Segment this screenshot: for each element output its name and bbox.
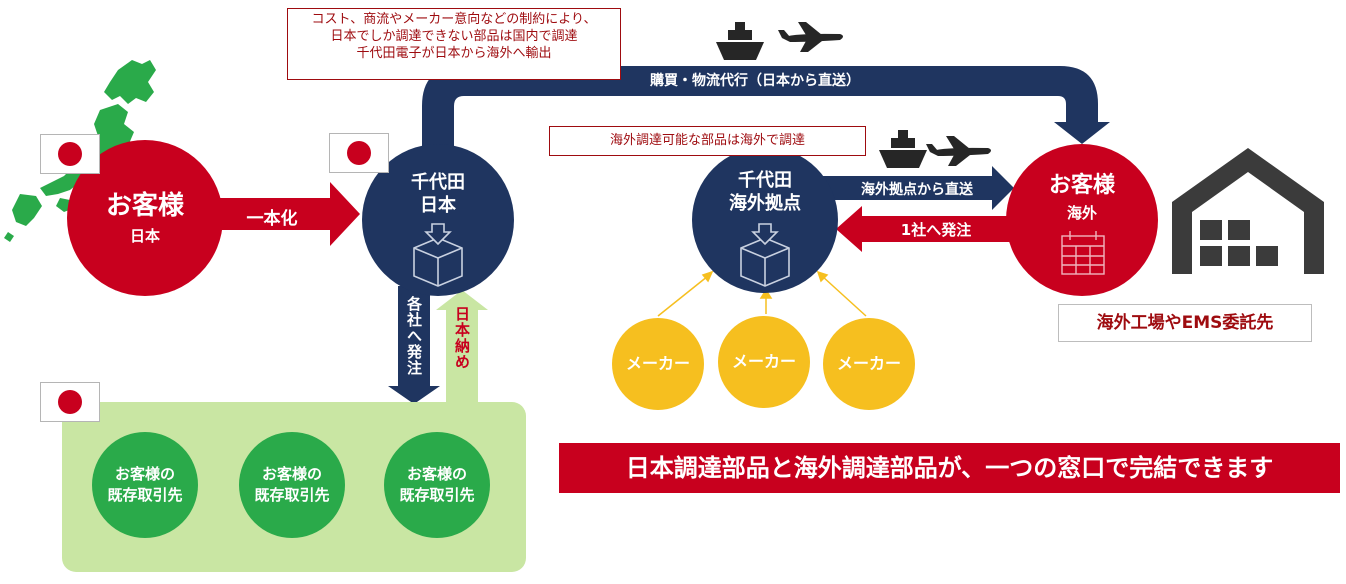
chiyoda-overseas-line: 千代田 (738, 170, 792, 191)
direct-ship-label: 海外拠点から直送 (861, 182, 973, 198)
japan-flag-icon (40, 134, 100, 174)
customer-japan-title: お客様 (105, 191, 184, 221)
airplane-icon (778, 22, 843, 52)
order-one-arrow (836, 206, 1010, 252)
partner-line: 既存取引先 (399, 486, 475, 504)
maker-circle: メーカー (612, 318, 704, 410)
customer-overseas-circle (1006, 144, 1158, 296)
deliver-japan-arrow (436, 290, 488, 406)
chiyoda-japan-circle (362, 144, 514, 296)
top-note-line: 千代田電子が日本から海外へ輸出 (356, 46, 552, 61)
partner-line: 既存取引先 (107, 486, 183, 504)
ship-icon (879, 130, 927, 168)
customer-overseas-title: お客様 (1048, 173, 1115, 198)
partner-line: お客様の (114, 465, 175, 483)
order-one-label: 1社へ発注 (900, 221, 972, 239)
japan-flag-icon (40, 382, 100, 422)
japan-map-icon (4, 60, 156, 242)
chiyoda-overseas-circle (692, 147, 838, 293)
partner-line: お客様の (406, 465, 467, 483)
overseas-note: 海外調達可能な部品は海外で調達 (549, 126, 866, 156)
factory-icon (1172, 148, 1324, 274)
box-icon (740, 223, 790, 287)
maker-arrow-3 (821, 275, 867, 317)
maker-circle: メーカー (718, 316, 810, 408)
partner-circle: お客様の既存取引先 (384, 432, 490, 538)
top-note-line: コスト、商流やメーカー意向などの制約により、 (311, 12, 597, 27)
partner-line: お客様の (261, 465, 322, 483)
top-note-line: 日本でしか調達できない部品は国内で調達 (330, 29, 578, 44)
airplane-icon (926, 136, 991, 166)
direct-ship-arrow (818, 166, 1014, 210)
japan-flag-icon (329, 133, 389, 173)
factory-label: 海外工場やEMS委託先 (1058, 304, 1312, 342)
maker-circle: メーカー (823, 318, 915, 410)
top-route-arrow (422, 66, 1110, 150)
summary-banner: 日本調達部品と海外調達部品が、一つの窓口で完結できます (559, 443, 1340, 493)
chiyoda-japan-line: 日本 (420, 194, 456, 216)
customer-japan-label: お客様 日本 (67, 190, 223, 245)
unify-label: 一本化 (246, 209, 298, 229)
customer-japan-circle (67, 140, 223, 296)
box-icon (413, 223, 463, 287)
ship-icon (716, 22, 764, 60)
top-route-label: 購買・物流代行（日本から直送） (650, 73, 860, 89)
unify-arrow (200, 182, 360, 246)
top-note: コスト、商流やメーカー意向などの制約により、 日本でしか調達できない部品は国内で… (287, 8, 621, 80)
chiyoda-japan-line: 千代田 (411, 172, 465, 193)
chiyoda-overseas-label: 千代田 海外拠点 (692, 170, 838, 215)
chiyoda-overseas-line: 海外拠点 (729, 192, 801, 214)
customer-overseas-label: お客様 海外 (1006, 172, 1158, 222)
maker-arrow-1 (657, 275, 709, 317)
order-each-label: 各社へ発注 (405, 296, 423, 376)
chiyoda-japan-label: 千代田 日本 (362, 172, 514, 217)
partner-circle: お客様の既存取引先 (239, 432, 345, 538)
customer-japan-subtitle: 日本 (129, 226, 160, 245)
deliver-japan-label: 日本納め (453, 306, 471, 370)
partner-circle: お客様の既存取引先 (92, 432, 198, 538)
customer-overseas-subtitle: 海外 (1066, 203, 1097, 222)
calendar-icon (1061, 231, 1105, 275)
order-each-arrow (388, 286, 440, 404)
partner-line: 既存取引先 (254, 486, 330, 504)
